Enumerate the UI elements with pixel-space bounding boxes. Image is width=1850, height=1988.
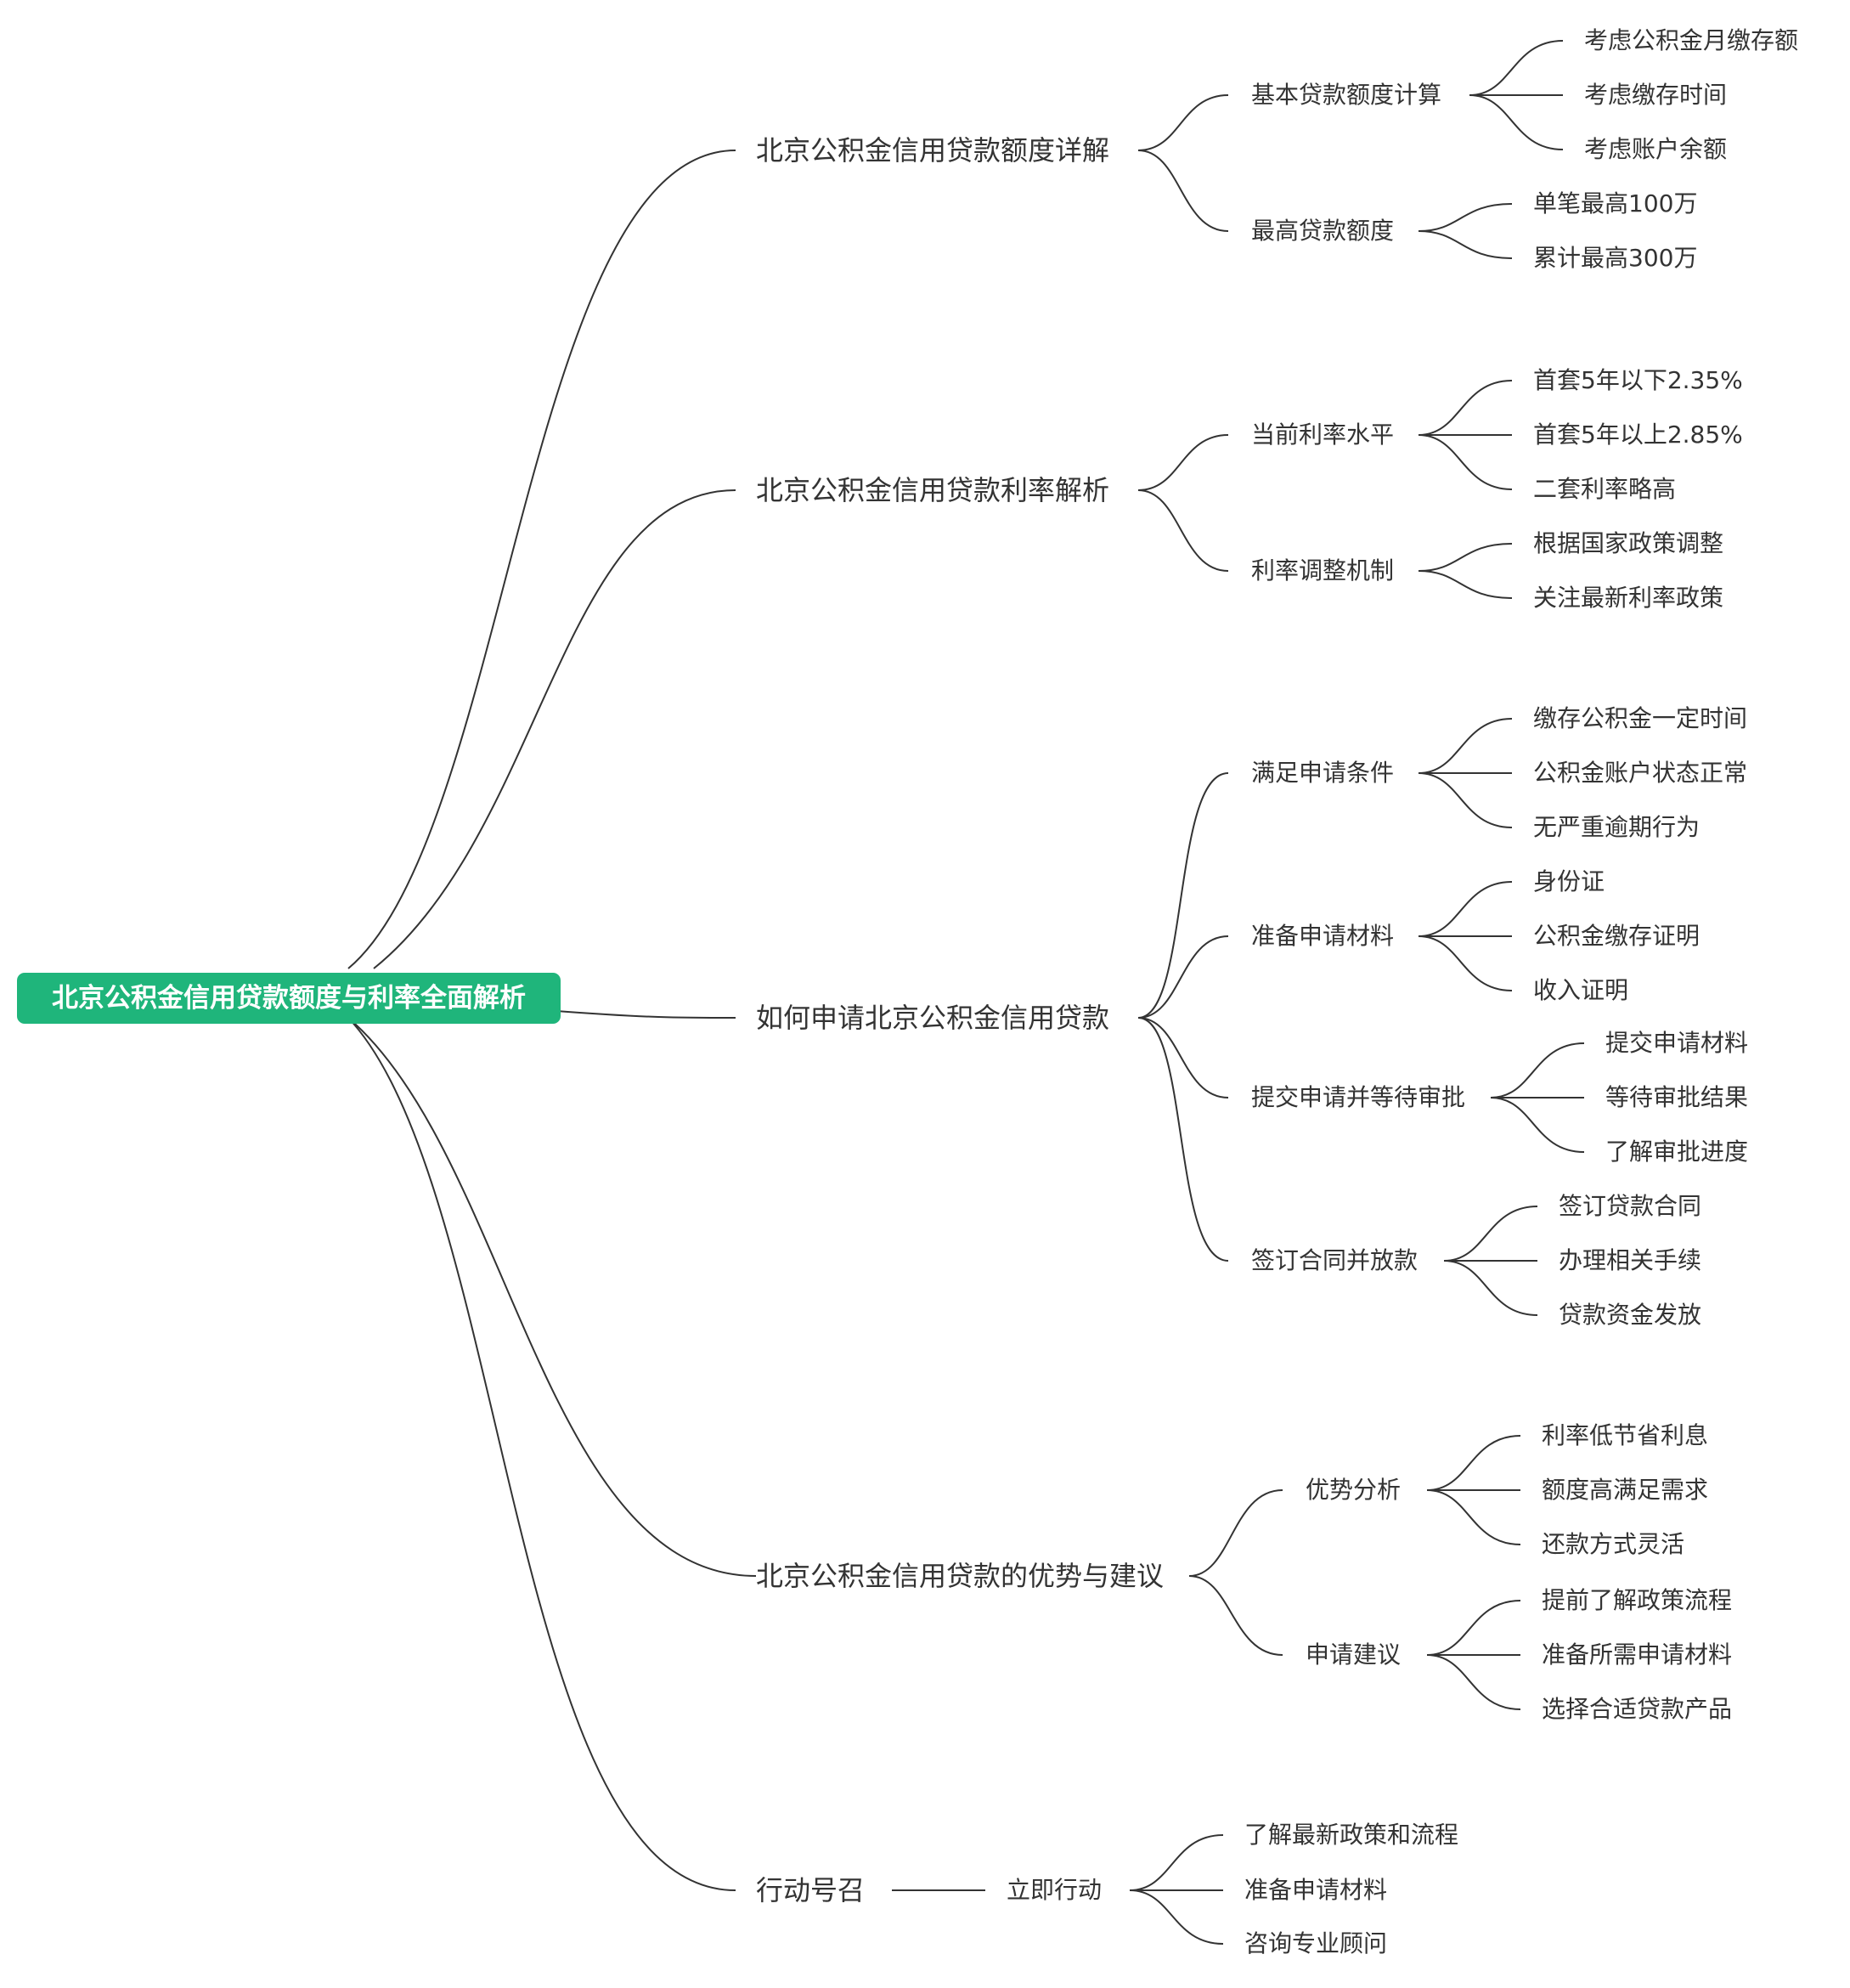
leaf-item[interactable]: 缴存公积金一定时间	[1533, 704, 1748, 732]
leaf-item[interactable]: 关注最新利率政策	[1533, 584, 1724, 612]
leaf-item[interactable]: 考虑缴存时间	[1584, 81, 1728, 109]
topic-act-now[interactable]: 立即行动	[1007, 1876, 1103, 1904]
leaf-item[interactable]: 签订贷款合同	[1559, 1192, 1702, 1220]
leaf-item[interactable]: 利率低节省利息	[1542, 1421, 1709, 1449]
topic-advantage-analysis[interactable]: 优势分析	[1306, 1476, 1402, 1504]
branch-quota[interactable]: 北京公积金信用贷款额度详解	[756, 134, 1110, 167]
leaf-item[interactable]: 咨询专业顾问	[1244, 1929, 1388, 1957]
topic-basic-quota[interactable]: 基本贷款额度计算	[1251, 81, 1442, 109]
branch-apply[interactable]: 如何申请北京公积金信用贷款	[756, 1002, 1110, 1034]
topic-materials[interactable]: 准备申请材料	[1251, 922, 1395, 950]
leaf-item[interactable]: 无严重逾期行为	[1533, 813, 1701, 841]
leaf-item[interactable]: 准备所需申请材料	[1542, 1641, 1733, 1669]
leaf-item[interactable]: 单笔最高100万	[1533, 189, 1698, 217]
topic-suggestions[interactable]: 申请建议	[1306, 1641, 1402, 1669]
topic-conditions[interactable]: 满足申请条件	[1251, 759, 1395, 787]
topic-contract[interactable]: 签订合同并放款	[1251, 1246, 1419, 1274]
leaf-item[interactable]: 还款方式灵活	[1542, 1530, 1685, 1558]
leaf-item[interactable]: 二套利率略高	[1533, 475, 1677, 503]
topic-rate-adjustment[interactable]: 利率调整机制	[1251, 556, 1395, 585]
leaf-item[interactable]: 首套5年以上2.85%	[1533, 421, 1743, 449]
branch-advantages[interactable]: 北京公积金信用贷款的优势与建议	[756, 1560, 1165, 1592]
leaf-item[interactable]: 了解审批进度	[1605, 1138, 1749, 1166]
topic-max-quota[interactable]: 最高贷款额度	[1251, 217, 1395, 245]
leaf-item[interactable]: 提前了解政策流程	[1542, 1586, 1733, 1614]
leaf-item[interactable]: 选择合适贷款产品	[1542, 1695, 1733, 1723]
leaf-item[interactable]: 准备申请材料	[1244, 1876, 1388, 1904]
topic-current-rate[interactable]: 当前利率水平	[1251, 421, 1395, 449]
leaf-item[interactable]: 根据国家政策调整	[1533, 529, 1724, 557]
leaf-item[interactable]: 等待审批结果	[1605, 1083, 1749, 1111]
leaf-item[interactable]: 首套5年以下2.35%	[1533, 366, 1743, 394]
leaf-item[interactable]: 收入证明	[1533, 976, 1629, 1004]
leaf-item[interactable]: 公积金缴存证明	[1533, 922, 1701, 950]
leaf-item[interactable]: 身份证	[1533, 867, 1605, 895]
topic-submit[interactable]: 提交申请并等待审批	[1251, 1083, 1466, 1111]
leaf-item[interactable]: 额度高满足需求	[1542, 1476, 1709, 1504]
branch-rate[interactable]: 北京公积金信用贷款利率解析	[756, 474, 1110, 506]
leaf-item[interactable]: 考虑账户余额	[1584, 135, 1728, 163]
leaf-item[interactable]: 公积金账户状态正常	[1533, 759, 1748, 787]
leaf-item[interactable]: 提交申请材料	[1605, 1029, 1749, 1057]
leaf-item[interactable]: 累计最高300万	[1533, 244, 1698, 272]
root-topic[interactable]: 北京公积金信用贷款额度与利率全面解析	[17, 973, 561, 1024]
leaf-item[interactable]: 贷款资金发放	[1559, 1301, 1702, 1329]
leaf-item[interactable]: 办理相关手续	[1559, 1246, 1702, 1274]
leaf-item[interactable]: 考虑公积金月缴存额	[1584, 26, 1799, 54]
leaf-item[interactable]: 了解最新政策和流程	[1244, 1821, 1459, 1849]
branch-call-to-action[interactable]: 行动号召	[756, 1874, 866, 1906]
